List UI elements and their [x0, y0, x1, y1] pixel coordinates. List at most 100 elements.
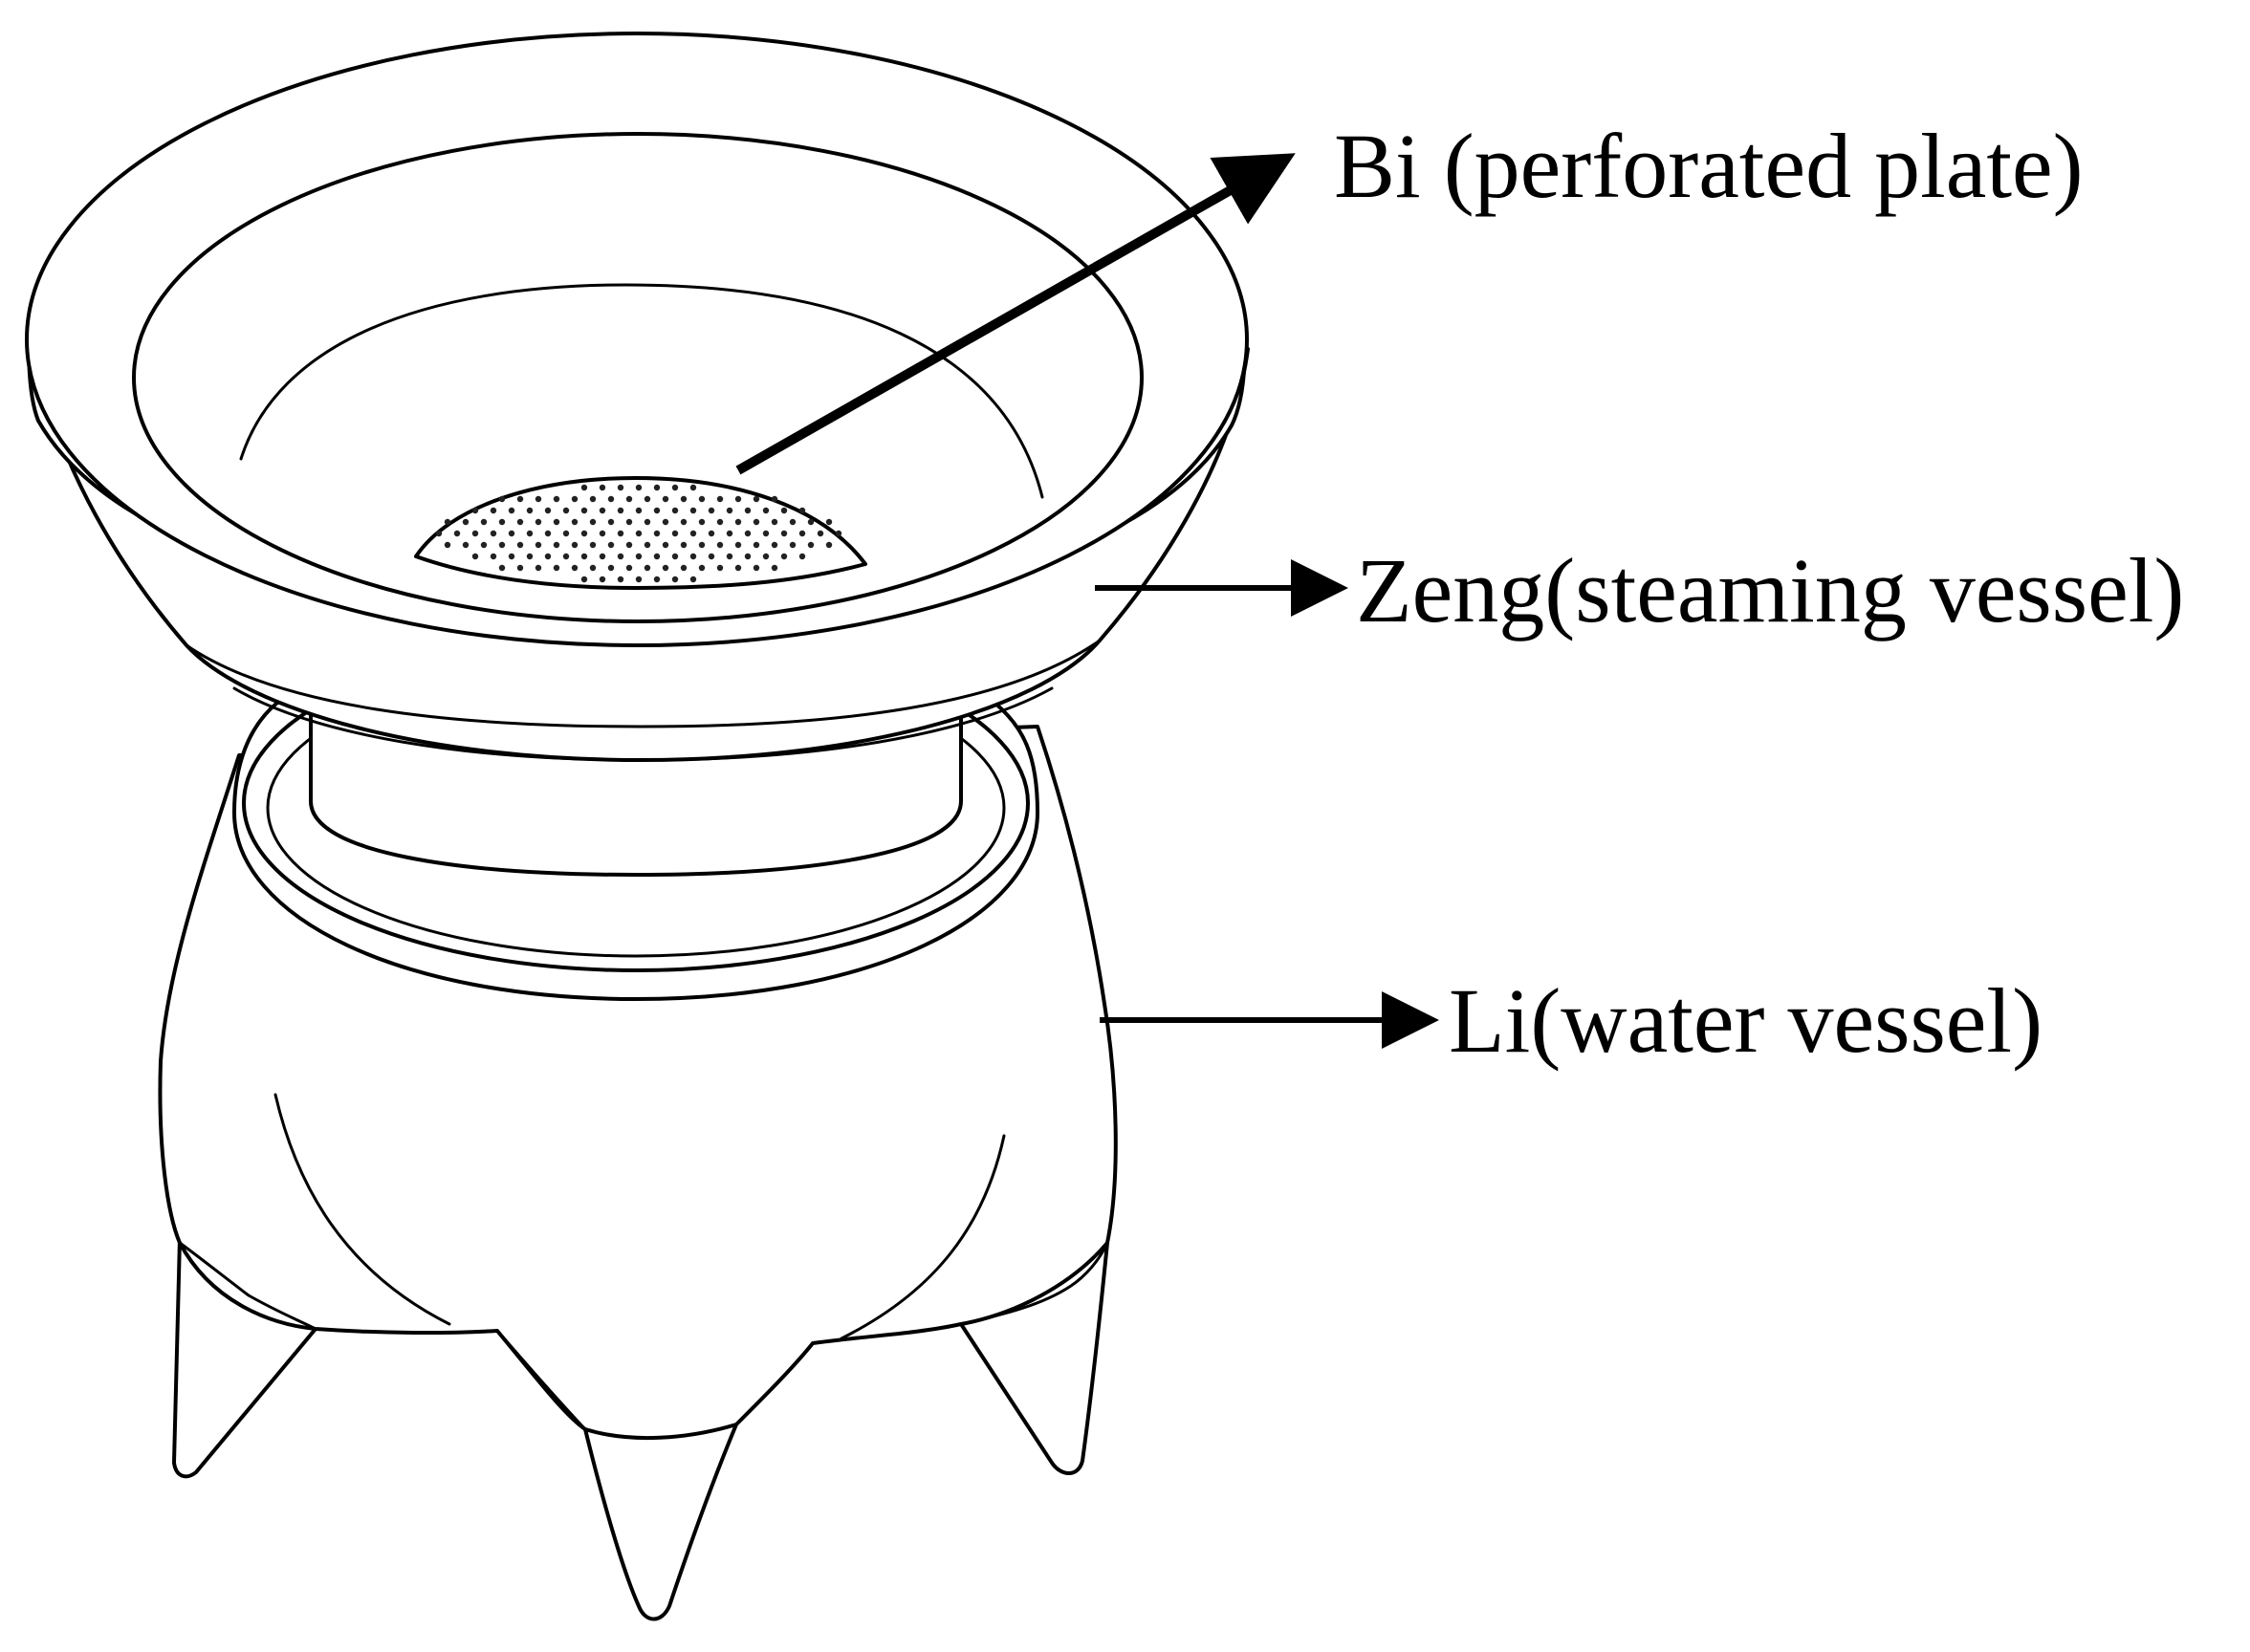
- perforation-hole: [744, 530, 752, 537]
- perforation-hole: [653, 507, 661, 514]
- perforation-hole: [635, 576, 643, 583]
- perforation-hole: [526, 507, 534, 514]
- perforation-hole: [607, 541, 615, 549]
- perforation-hole: [553, 495, 560, 503]
- perforation-hole: [617, 530, 624, 537]
- zeng-steaming-vessel: [25, 32, 1250, 762]
- leader-arrows: [735, 153, 1439, 1049]
- perforation-hole: [680, 541, 688, 549]
- perforation-hole: [571, 564, 579, 572]
- perforation-hole: [508, 530, 515, 537]
- perforation-hole: [535, 518, 542, 526]
- perforation-hole: [480, 541, 488, 549]
- perforation-hole: [607, 495, 615, 503]
- perforation-hole: [599, 507, 606, 514]
- perforation-hole: [607, 564, 615, 572]
- perforation-hole: [789, 541, 797, 549]
- perforation-hole: [825, 541, 833, 549]
- perforation-hole: [462, 518, 470, 526]
- perforation-hole: [708, 507, 715, 514]
- perforation-hole: [617, 553, 624, 560]
- li-hem-right: [959, 1241, 1109, 1326]
- perforation-hole: [807, 541, 815, 549]
- perforation-hole: [716, 495, 724, 503]
- perforation-hole: [635, 507, 643, 514]
- perforation-hole: [716, 564, 724, 572]
- perforation-hole: [535, 541, 542, 549]
- perforation-hole: [662, 564, 669, 572]
- perforation-hole: [671, 576, 679, 583]
- perforation-hole: [708, 530, 715, 537]
- perforation-hole: [653, 576, 661, 583]
- perforation-hole: [589, 495, 597, 503]
- perforation-hole: [544, 553, 552, 560]
- perforation-hole: [571, 541, 579, 549]
- perforation-hole: [689, 553, 697, 560]
- perforation-hole: [625, 495, 633, 503]
- perforation-hole: [490, 507, 497, 514]
- perforation-hole: [490, 530, 497, 537]
- perforation-hole: [762, 553, 770, 560]
- perforation-hole: [617, 507, 624, 514]
- li-right-leg: [959, 1241, 1109, 1475]
- perforation-hole: [553, 518, 560, 526]
- perforation-hole: [516, 495, 524, 503]
- perforation-hole: [516, 564, 524, 572]
- perforation-hole: [780, 553, 788, 560]
- perforation-hole: [625, 564, 633, 572]
- li-lobe-seam-right: [840, 1134, 1006, 1340]
- perforation-hole: [825, 518, 833, 526]
- perforation-hole: [771, 541, 778, 549]
- perforation-hole: [516, 518, 524, 526]
- perforation-hole: [625, 541, 633, 549]
- perforation-hole: [444, 518, 451, 526]
- perforation-hole: [535, 564, 542, 572]
- perforation-hole: [580, 553, 588, 560]
- perforation-hole: [526, 553, 534, 560]
- perforation-hole: [753, 564, 760, 572]
- li-label: Li(water vessel): [1449, 969, 2043, 1072]
- perforation-hole: [680, 518, 688, 526]
- perforation-hole: [762, 530, 770, 537]
- perforation-hole: [644, 495, 651, 503]
- perforation-hole: [599, 484, 606, 491]
- bi-arrow: [735, 153, 1296, 475]
- li-front-leg: [583, 1423, 738, 1621]
- perforation-hole: [726, 507, 733, 514]
- perforation-hole: [680, 564, 688, 572]
- zeng-rim-inner: [132, 132, 1144, 623]
- perforation-hole: [698, 518, 706, 526]
- perforation-hole: [580, 484, 588, 491]
- perforation-hole: [599, 576, 606, 583]
- perforation-hole: [580, 576, 588, 583]
- perforation-hole: [480, 518, 488, 526]
- perforation-hole: [580, 507, 588, 514]
- zeng-inner-wall: [239, 283, 1044, 499]
- perforation-hole: [544, 530, 552, 537]
- perforation-hole: [744, 553, 752, 560]
- perforation-hole: [798, 507, 806, 514]
- li-hem-front: [495, 1329, 587, 1431]
- perforation-hole: [635, 553, 643, 560]
- perforation-hole: [544, 507, 552, 514]
- perforation-hole: [617, 576, 624, 583]
- perforation-hole: [498, 495, 506, 503]
- perforation-hole: [780, 530, 788, 537]
- perforation-hole: [662, 518, 669, 526]
- perforation-hole: [716, 518, 724, 526]
- perforation-hole: [498, 564, 506, 572]
- perforation-hole: [562, 530, 570, 537]
- perforation-hole: [653, 530, 661, 537]
- perforation-hole: [462, 541, 470, 549]
- perforation-hole: [498, 541, 506, 549]
- perforation-hole: [580, 530, 588, 537]
- perforation-hole: [490, 553, 497, 560]
- perforation-hole: [817, 530, 824, 537]
- perforation-hole: [689, 530, 697, 537]
- perforation-hole: [444, 541, 451, 549]
- perforation-hole: [689, 576, 697, 583]
- perforation-hole: [644, 564, 651, 572]
- bi-perforation-holes: [435, 484, 842, 583]
- perforation-hole: [562, 507, 570, 514]
